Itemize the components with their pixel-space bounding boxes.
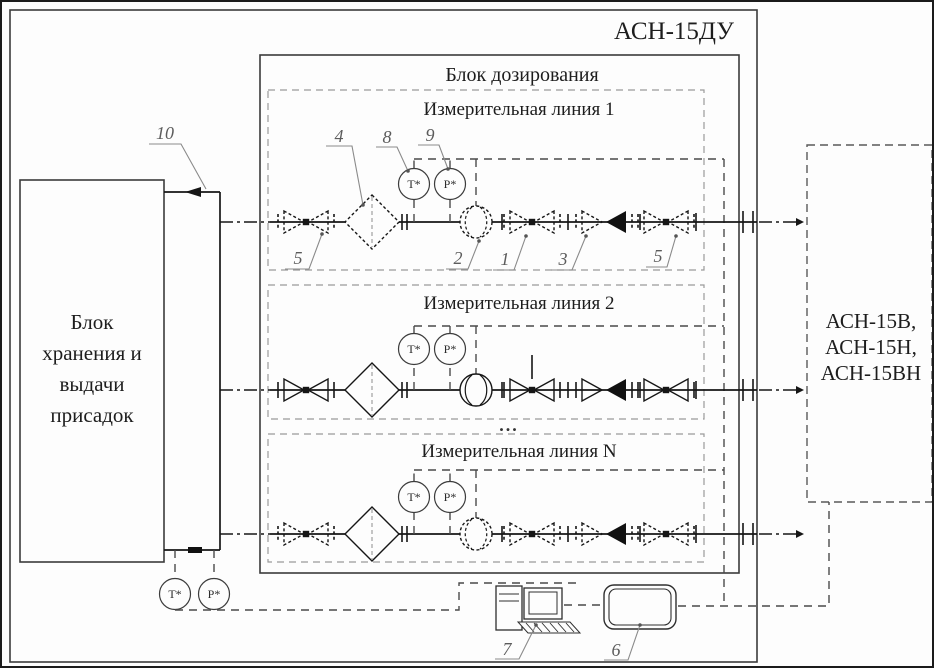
svg-text:7: 7	[503, 639, 513, 659]
filter-icon	[344, 506, 400, 562]
flow-meter-icon	[459, 205, 493, 239]
svg-text:8: 8	[383, 127, 392, 147]
display-panel	[603, 584, 677, 630]
callout-2: 2	[446, 239, 481, 270]
svg-text:10: 10	[156, 123, 174, 143]
dosing-block-title: Блок дозирования	[445, 64, 598, 86]
svg-text:АСН-15ВН: АСН-15ВН	[821, 361, 921, 385]
dosing-block-box	[259, 54, 740, 574]
temperature-sensor-label: Т*	[407, 177, 420, 191]
callout-6: 6	[604, 623, 642, 661]
svg-text:5: 5	[654, 246, 663, 266]
pressure-sensor-label: Р*	[444, 490, 457, 504]
flow-meter-icon	[459, 373, 493, 407]
unit-title: АСН-15ДУ	[614, 18, 734, 45]
callout-5b: 5	[646, 234, 678, 268]
svg-text:выдачи: выдачи	[60, 372, 125, 396]
callout-10: 10	[149, 123, 207, 190]
additive-storage-block	[19, 179, 165, 563]
pressure-sensor-label: Р*	[208, 587, 221, 601]
svg-text:хранения и: хранения и	[42, 341, 142, 365]
flow-arrow-left-icon	[185, 187, 201, 197]
pressure-sensor-label: Р*	[444, 177, 457, 191]
control-signal-run	[175, 502, 830, 611]
measuring-line-1: Измерительная линия 1 Т* Р* 4 8 9 5 2 1 …	[220, 89, 724, 271]
storage-block-label: Блок хранения и выдачи присадок	[42, 310, 142, 427]
measuring-line-2-title: Измерительная линия 2	[423, 293, 614, 314]
svg-text:АСН-15В,: АСН-15В,	[826, 309, 917, 333]
filter-icon	[344, 362, 400, 418]
callout-8: 8	[376, 127, 410, 173]
temperature-sensor-label: Т*	[407, 342, 420, 356]
callout-1: 1	[493, 234, 528, 271]
pipe-joint-mark	[188, 547, 202, 553]
svg-text:3: 3	[558, 249, 568, 269]
svg-text:присадок: присадок	[50, 403, 134, 427]
svg-text:1: 1	[501, 249, 510, 269]
callout-3: 3	[551, 234, 588, 271]
temperature-sensor-label: Т*	[168, 587, 181, 601]
svg-text:6: 6	[612, 640, 621, 660]
measuring-line-1-title: Измерительная линия 1	[423, 99, 614, 120]
filter-icon	[344, 194, 400, 250]
svg-text:5: 5	[294, 248, 303, 268]
storage-manifold-pipe	[164, 187, 221, 553]
measuring-line-2: Измерительная линия 2 Т* Р*	[220, 284, 724, 420]
svg-text:2: 2	[454, 248, 463, 268]
storage-sensors: Т* Р*	[158, 550, 231, 611]
svg-text:4: 4	[335, 126, 344, 146]
lines-ellipsis: ...	[499, 415, 519, 435]
temperature-sensor-label: Т*	[407, 490, 420, 504]
flow-meter-icon	[459, 517, 493, 551]
receiver-units-label: АСН-15В, АСН-15Н, АСН-15ВН	[821, 309, 921, 385]
svg-text:АСН-15Н,: АСН-15Н,	[825, 335, 917, 359]
measuring-line-n-title: Измерительная линия N	[421, 441, 617, 462]
panel-outer-frame	[603, 584, 677, 630]
control-computer	[495, 585, 582, 634]
callout-5: 5	[285, 232, 324, 270]
svg-text:9: 9	[426, 125, 435, 145]
svg-text:Блок: Блок	[71, 310, 115, 334]
computer-tower-icon	[495, 585, 523, 631]
outlet-pipes	[697, 211, 804, 545]
asn15du-unit-box	[9, 9, 758, 663]
measuring-line-n: Измерительная линия N Т* Р*	[220, 433, 724, 563]
callout-4: 4	[326, 126, 365, 207]
callout-7: 7	[495, 623, 538, 660]
receiver-units-box	[806, 144, 932, 503]
pressure-sensor-label: Р*	[444, 342, 457, 356]
callout-9: 9	[418, 125, 450, 171]
